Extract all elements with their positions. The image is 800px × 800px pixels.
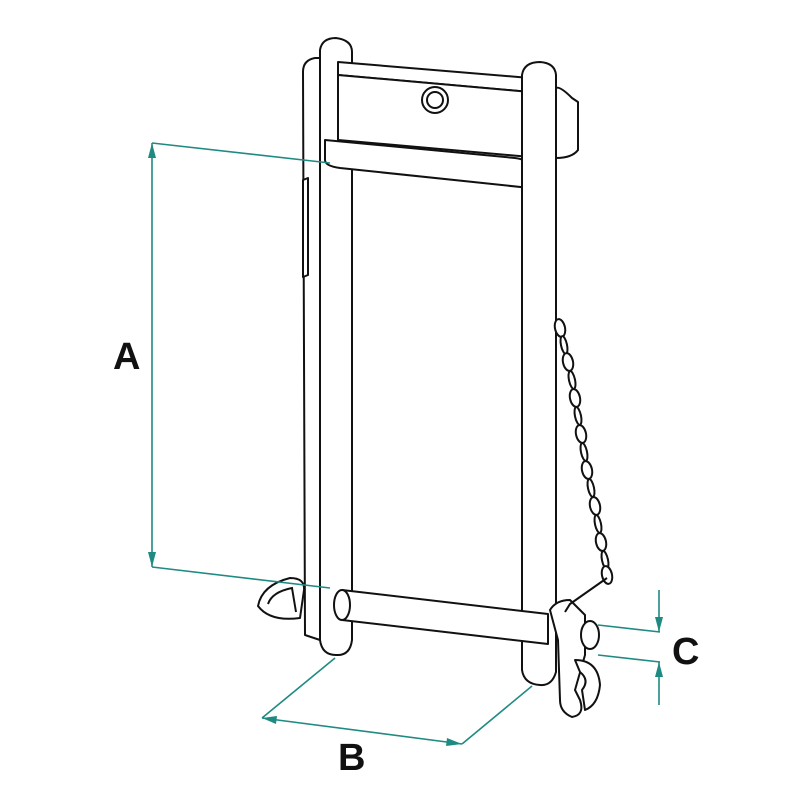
chain-attachment (564, 577, 608, 613)
label-c: C (672, 631, 700, 673)
chain-link (579, 442, 589, 462)
label-a: A (113, 336, 141, 378)
chain-link (580, 460, 594, 480)
left-plate (302, 37, 353, 657)
chain-link (574, 424, 588, 444)
chain-link (593, 514, 603, 534)
pin (257, 577, 601, 718)
chain-link (559, 335, 569, 355)
chain-link (568, 388, 582, 408)
label-b: B (338, 737, 366, 779)
right-plate (521, 61, 579, 687)
chain-link (561, 352, 575, 372)
chain (553, 318, 614, 613)
chain-link (573, 406, 583, 426)
chain-link (594, 532, 608, 552)
dimension-b (261, 657, 533, 746)
chain-link (588, 496, 602, 516)
dimension-a (148, 142, 331, 589)
dimension-c (597, 590, 663, 705)
top-crossbar (324, 61, 531, 189)
chain-link (586, 478, 596, 498)
chain-link (567, 370, 577, 390)
